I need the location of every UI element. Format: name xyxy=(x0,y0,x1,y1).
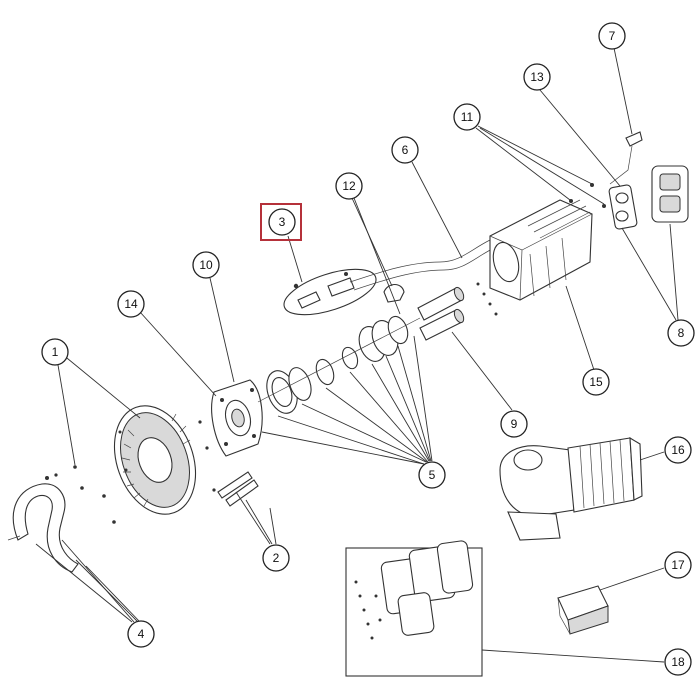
callout-label: 11 xyxy=(461,110,474,124)
part-pipe xyxy=(349,239,495,291)
part-small-box xyxy=(557,585,609,635)
callout-label: 17 xyxy=(671,558,685,572)
callout-label: 18 xyxy=(671,655,685,669)
callout-13[interactable]: 13 xyxy=(523,63,551,91)
part-screws-rear xyxy=(569,183,606,208)
callouts: 1 2 3 4 5 6 7 8 9 10 11 12 13 14 15 16 1… xyxy=(41,22,695,676)
callout-1[interactable]: 1 xyxy=(41,338,69,366)
callout-11[interactable]: 11 xyxy=(453,103,481,131)
part-bolts xyxy=(217,471,259,507)
callout-label: 16 xyxy=(671,443,685,457)
part-cover xyxy=(651,165,689,223)
callout-3[interactable]: 3 xyxy=(268,208,296,236)
callout-9[interactable]: 9 xyxy=(500,410,528,438)
callout-14[interactable]: 14 xyxy=(117,290,145,318)
callout-label: 10 xyxy=(199,258,213,272)
part-twin-tubes xyxy=(417,286,465,341)
callout-12[interactable]: 12 xyxy=(335,172,363,200)
part-gasket xyxy=(608,184,638,230)
part-handle-bracket xyxy=(7,473,79,573)
callout-label: 14 xyxy=(124,297,138,311)
callout-label: 15 xyxy=(589,375,603,389)
callout-label: 6 xyxy=(402,143,409,157)
callout-15[interactable]: 15 xyxy=(582,368,610,396)
callout-4[interactable]: 4 xyxy=(127,620,155,648)
callout-17[interactable]: 17 xyxy=(664,551,692,579)
part-screws-front xyxy=(73,420,216,524)
part-seal-stack xyxy=(257,315,421,414)
callout-16[interactable]: 16 xyxy=(664,436,692,464)
callout-label: 4 xyxy=(138,627,145,641)
part-gasket-kit xyxy=(345,540,483,677)
callout-2[interactable]: 2 xyxy=(262,544,290,572)
callout-7[interactable]: 7 xyxy=(598,22,626,50)
part-motor-housing xyxy=(476,199,593,316)
callout-label: 12 xyxy=(342,179,356,193)
callout-label: 5 xyxy=(429,468,436,482)
callout-label: 1 xyxy=(52,345,59,359)
part-probe xyxy=(609,131,643,185)
part-small-fitting xyxy=(383,283,405,303)
leader-lines xyxy=(35,47,679,663)
callout-label: 3 xyxy=(279,215,286,229)
part-flange-plate xyxy=(211,379,263,457)
highlight-box xyxy=(260,203,302,241)
callout-5[interactable]: 5 xyxy=(418,461,446,489)
part-front-grille xyxy=(113,405,197,515)
callout-label: 8 xyxy=(678,326,685,340)
part-sensor-assembly xyxy=(283,268,377,316)
callout-label: 2 xyxy=(273,551,280,565)
part-pump-assembly xyxy=(499,436,643,541)
callout-label: 9 xyxy=(511,417,518,431)
callout-6[interactable]: 6 xyxy=(391,136,419,164)
callout-10[interactable]: 10 xyxy=(192,251,220,279)
callout-label: 7 xyxy=(609,29,616,43)
callout-label: 13 xyxy=(530,70,544,84)
callout-18[interactable]: 18 xyxy=(664,648,692,676)
callout-8[interactable]: 8 xyxy=(667,319,695,347)
